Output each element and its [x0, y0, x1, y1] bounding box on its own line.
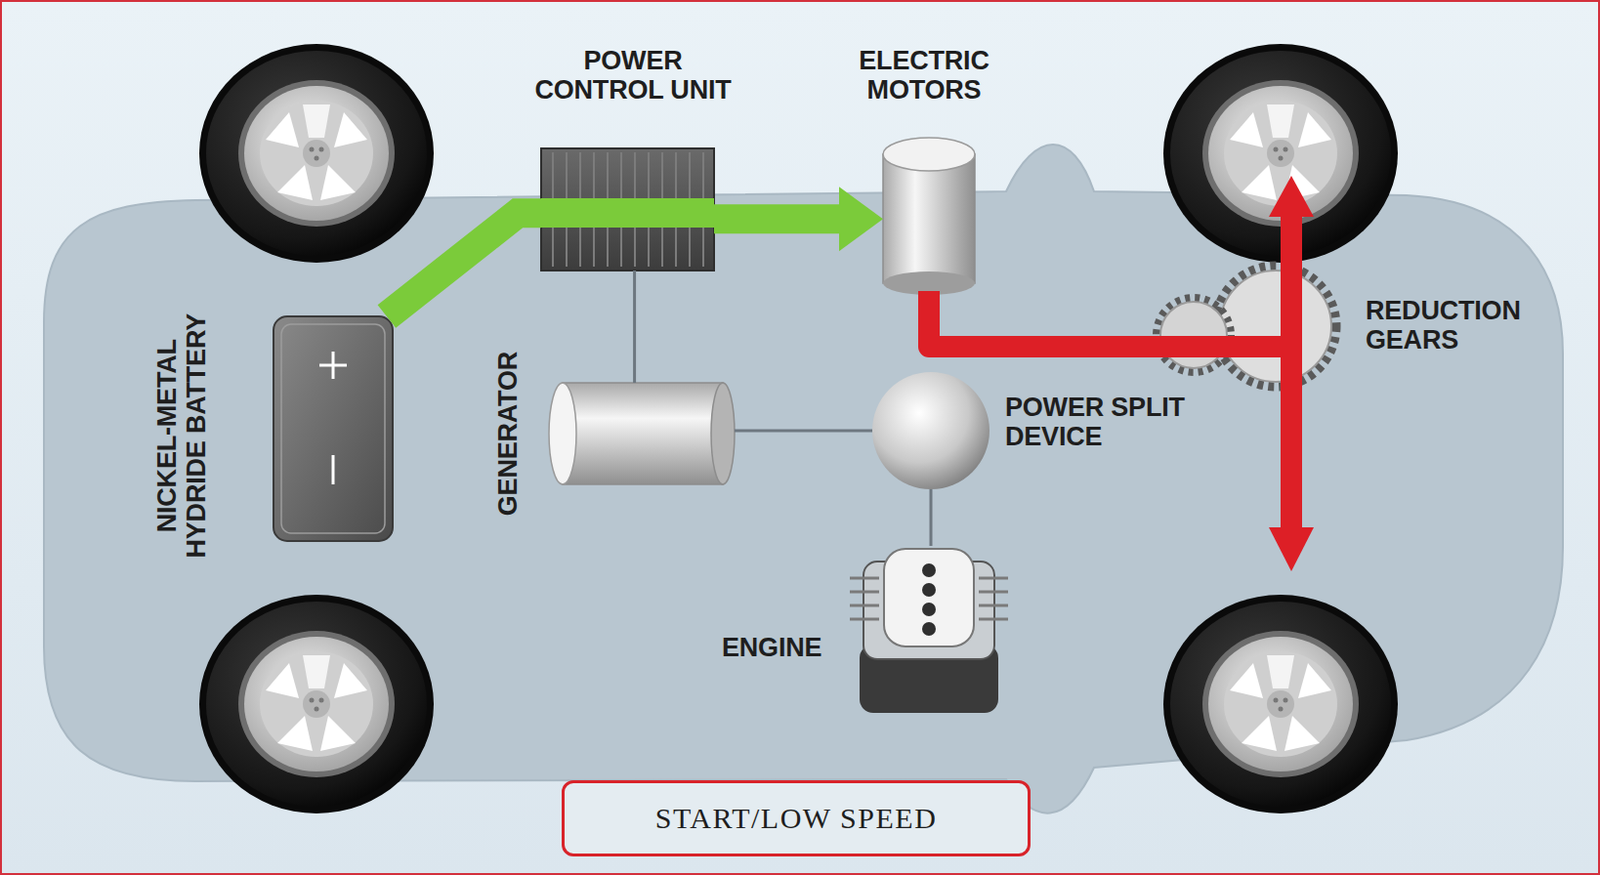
drive-power-arrow-line	[928, 291, 1157, 347]
power-split-device: POWER SPLIT DEVICE	[872, 372, 990, 490]
drive-power-arrow	[928, 291, 1157, 347]
power-control-unit: POWER CONTROL UNIT	[541, 148, 715, 271]
part-label: REDUCTION GEARS	[1365, 295, 1537, 355]
mode-caption: START/LOW SPEED	[655, 801, 938, 836]
generator: GENERATOR	[550, 382, 735, 485]
link-line-line	[929, 489, 933, 547]
battery-power-arrow-line	[714, 204, 841, 234]
arrowhead	[839, 186, 884, 252]
engine: ENGINE	[846, 546, 1011, 715]
battery: NICKEL-METAL HYDRIDE BATTERY	[273, 316, 393, 542]
part-label: ENGINE	[721, 632, 822, 663]
mode-caption-box: START/LOW SPEED	[561, 780, 1031, 857]
part-label: ELECTRIC MOTORS	[839, 45, 1011, 105]
battery-power-arrow	[714, 186, 884, 252]
reduction-gears: REDUCTION GEARS	[1156, 263, 1339, 391]
electric-motor: ELECTRIC MOTORS	[883, 137, 975, 292]
part-label: POWER CONTROL UNIT	[528, 45, 739, 105]
link-line-line	[632, 270, 636, 383]
part-label: NICKEL-METAL HYDRIDE BATTERY	[152, 303, 211, 568]
link-line	[734, 430, 873, 432]
link-line-line	[734, 429, 873, 433]
battery-power-arrow	[386, 212, 542, 317]
link-line	[930, 489, 932, 547]
link-line	[633, 270, 635, 383]
battery-power-arrow-line	[386, 212, 542, 317]
part-label: GENERATOR	[493, 351, 523, 516]
part-label: POWER SPLIT DEVICE	[1005, 392, 1201, 452]
